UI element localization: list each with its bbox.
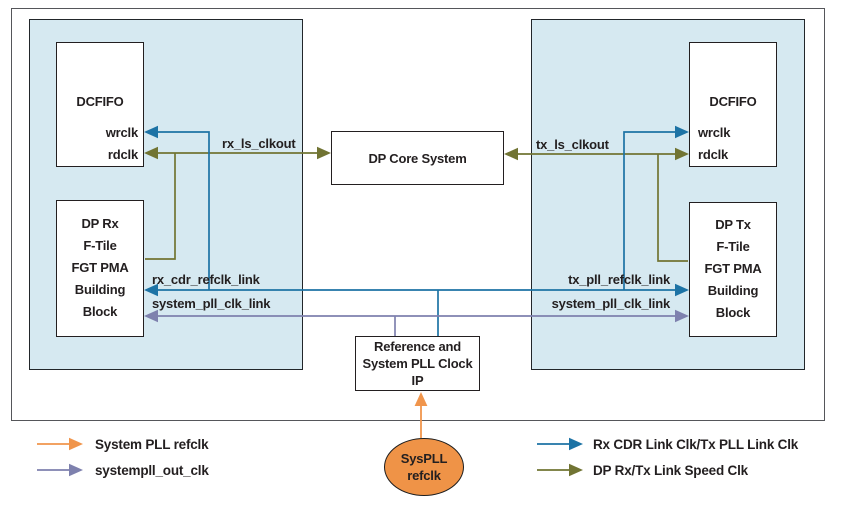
dp-tx-fgt-pma-block: DP Tx F-Tile FGT PMA Building Block — [689, 202, 777, 337]
dcfifo-rx-port-wrclk: wrclk — [105, 125, 138, 140]
rx-ls-clkout-label: rx_ls_clkout — [222, 136, 296, 151]
dcfifo-tx-port-rdclk: rdclk — [698, 147, 729, 162]
tx-ls-clkout-label: tx_ls_clkout — [536, 137, 609, 152]
legend-arrow-purple — [37, 463, 83, 477]
system-pll-clk-link-right-label: system_pll_clk_link — [551, 296, 671, 311]
legend-arrow-olive — [537, 463, 583, 477]
dp-core-system-block: DP Core System — [331, 131, 504, 185]
legend-dp-link-speed-label: DP Rx/Tx Link Speed Clk — [593, 463, 748, 478]
dcfifo-tx-port-wrclk: wrclk — [698, 125, 731, 140]
legend-system-pll-refclk-label: System PLL refclk — [95, 437, 209, 452]
system-pll-clk-link-left-label: system_pll_clk_link — [152, 296, 271, 311]
dcfifo-rx-block: DCFIFO wrclk rdclk — [56, 42, 144, 167]
legend-arrow-blue — [537, 437, 583, 451]
rx-cdr-refclk-link-label: rx_cdr_refclk_link — [152, 272, 260, 287]
dcfifo-rx-port-rdclk: rdclk — [107, 147, 138, 162]
legend-systempll-out-clk-label: systempll_out_clk — [95, 463, 209, 478]
ref-system-pll-clock-ip-block: Reference and System PLL Clock IP — [355, 336, 480, 391]
dp-core-system-label: DP Core System — [368, 150, 467, 166]
dcfifo-rx-title: DCFIFO — [76, 94, 124, 109]
legend-rx-cdr-tx-pll-link-label: Rx CDR Link Clk/Tx PLL Link Clk — [593, 437, 799, 452]
syspll-refclk-ellipse: SysPLL refclk — [384, 438, 464, 496]
tx-pll-refclk-link-label: tx_pll_refclk_link — [568, 272, 670, 287]
legend-arrow-orange — [37, 437, 83, 451]
dp-rx-fgt-pma-block: DP Rx F-Tile FGT PMA Building Block — [56, 200, 144, 337]
dcfifo-tx-title: DCFIFO — [709, 94, 757, 109]
dcfifo-tx-block: DCFIFO wrclk rdclk — [689, 42, 777, 167]
